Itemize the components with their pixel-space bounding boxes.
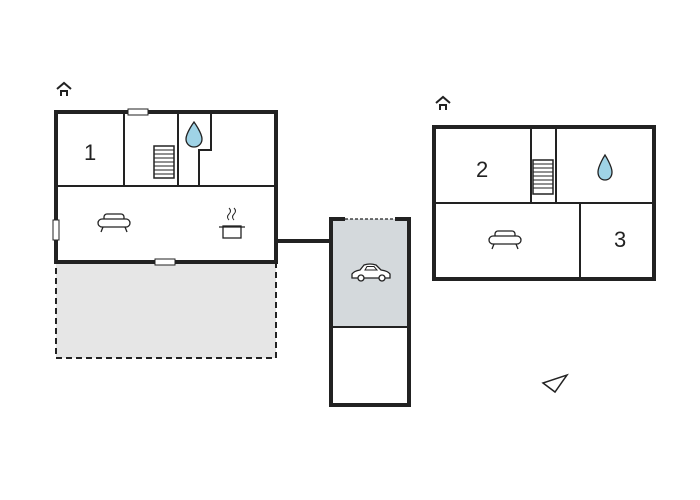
north-arrow-icon — [541, 373, 569, 394]
stairs-icon — [532, 159, 554, 195]
water-drop-icon — [185, 120, 203, 148]
stairs-icon — [153, 145, 175, 179]
ground-floor: 1 — [52, 81, 278, 359]
car-icon — [351, 263, 391, 282]
terrace — [55, 261, 277, 359]
upper-floor: 2 3 — [432, 95, 656, 281]
cooking-pot-icon — [219, 207, 245, 239]
window — [127, 108, 149, 116]
window — [154, 258, 176, 266]
interior-wall — [198, 112, 212, 186]
room-number-1: 1 — [84, 140, 96, 165]
garage — [329, 217, 411, 407]
room-number-2: 2 — [476, 157, 488, 182]
sofa-icon — [488, 230, 522, 250]
house-icon — [435, 95, 451, 110]
water-drop-icon — [597, 153, 613, 181]
sofa-icon — [97, 213, 131, 233]
room-number-3: 3 — [614, 227, 626, 252]
house-icon — [56, 81, 72, 96]
window — [52, 219, 60, 241]
